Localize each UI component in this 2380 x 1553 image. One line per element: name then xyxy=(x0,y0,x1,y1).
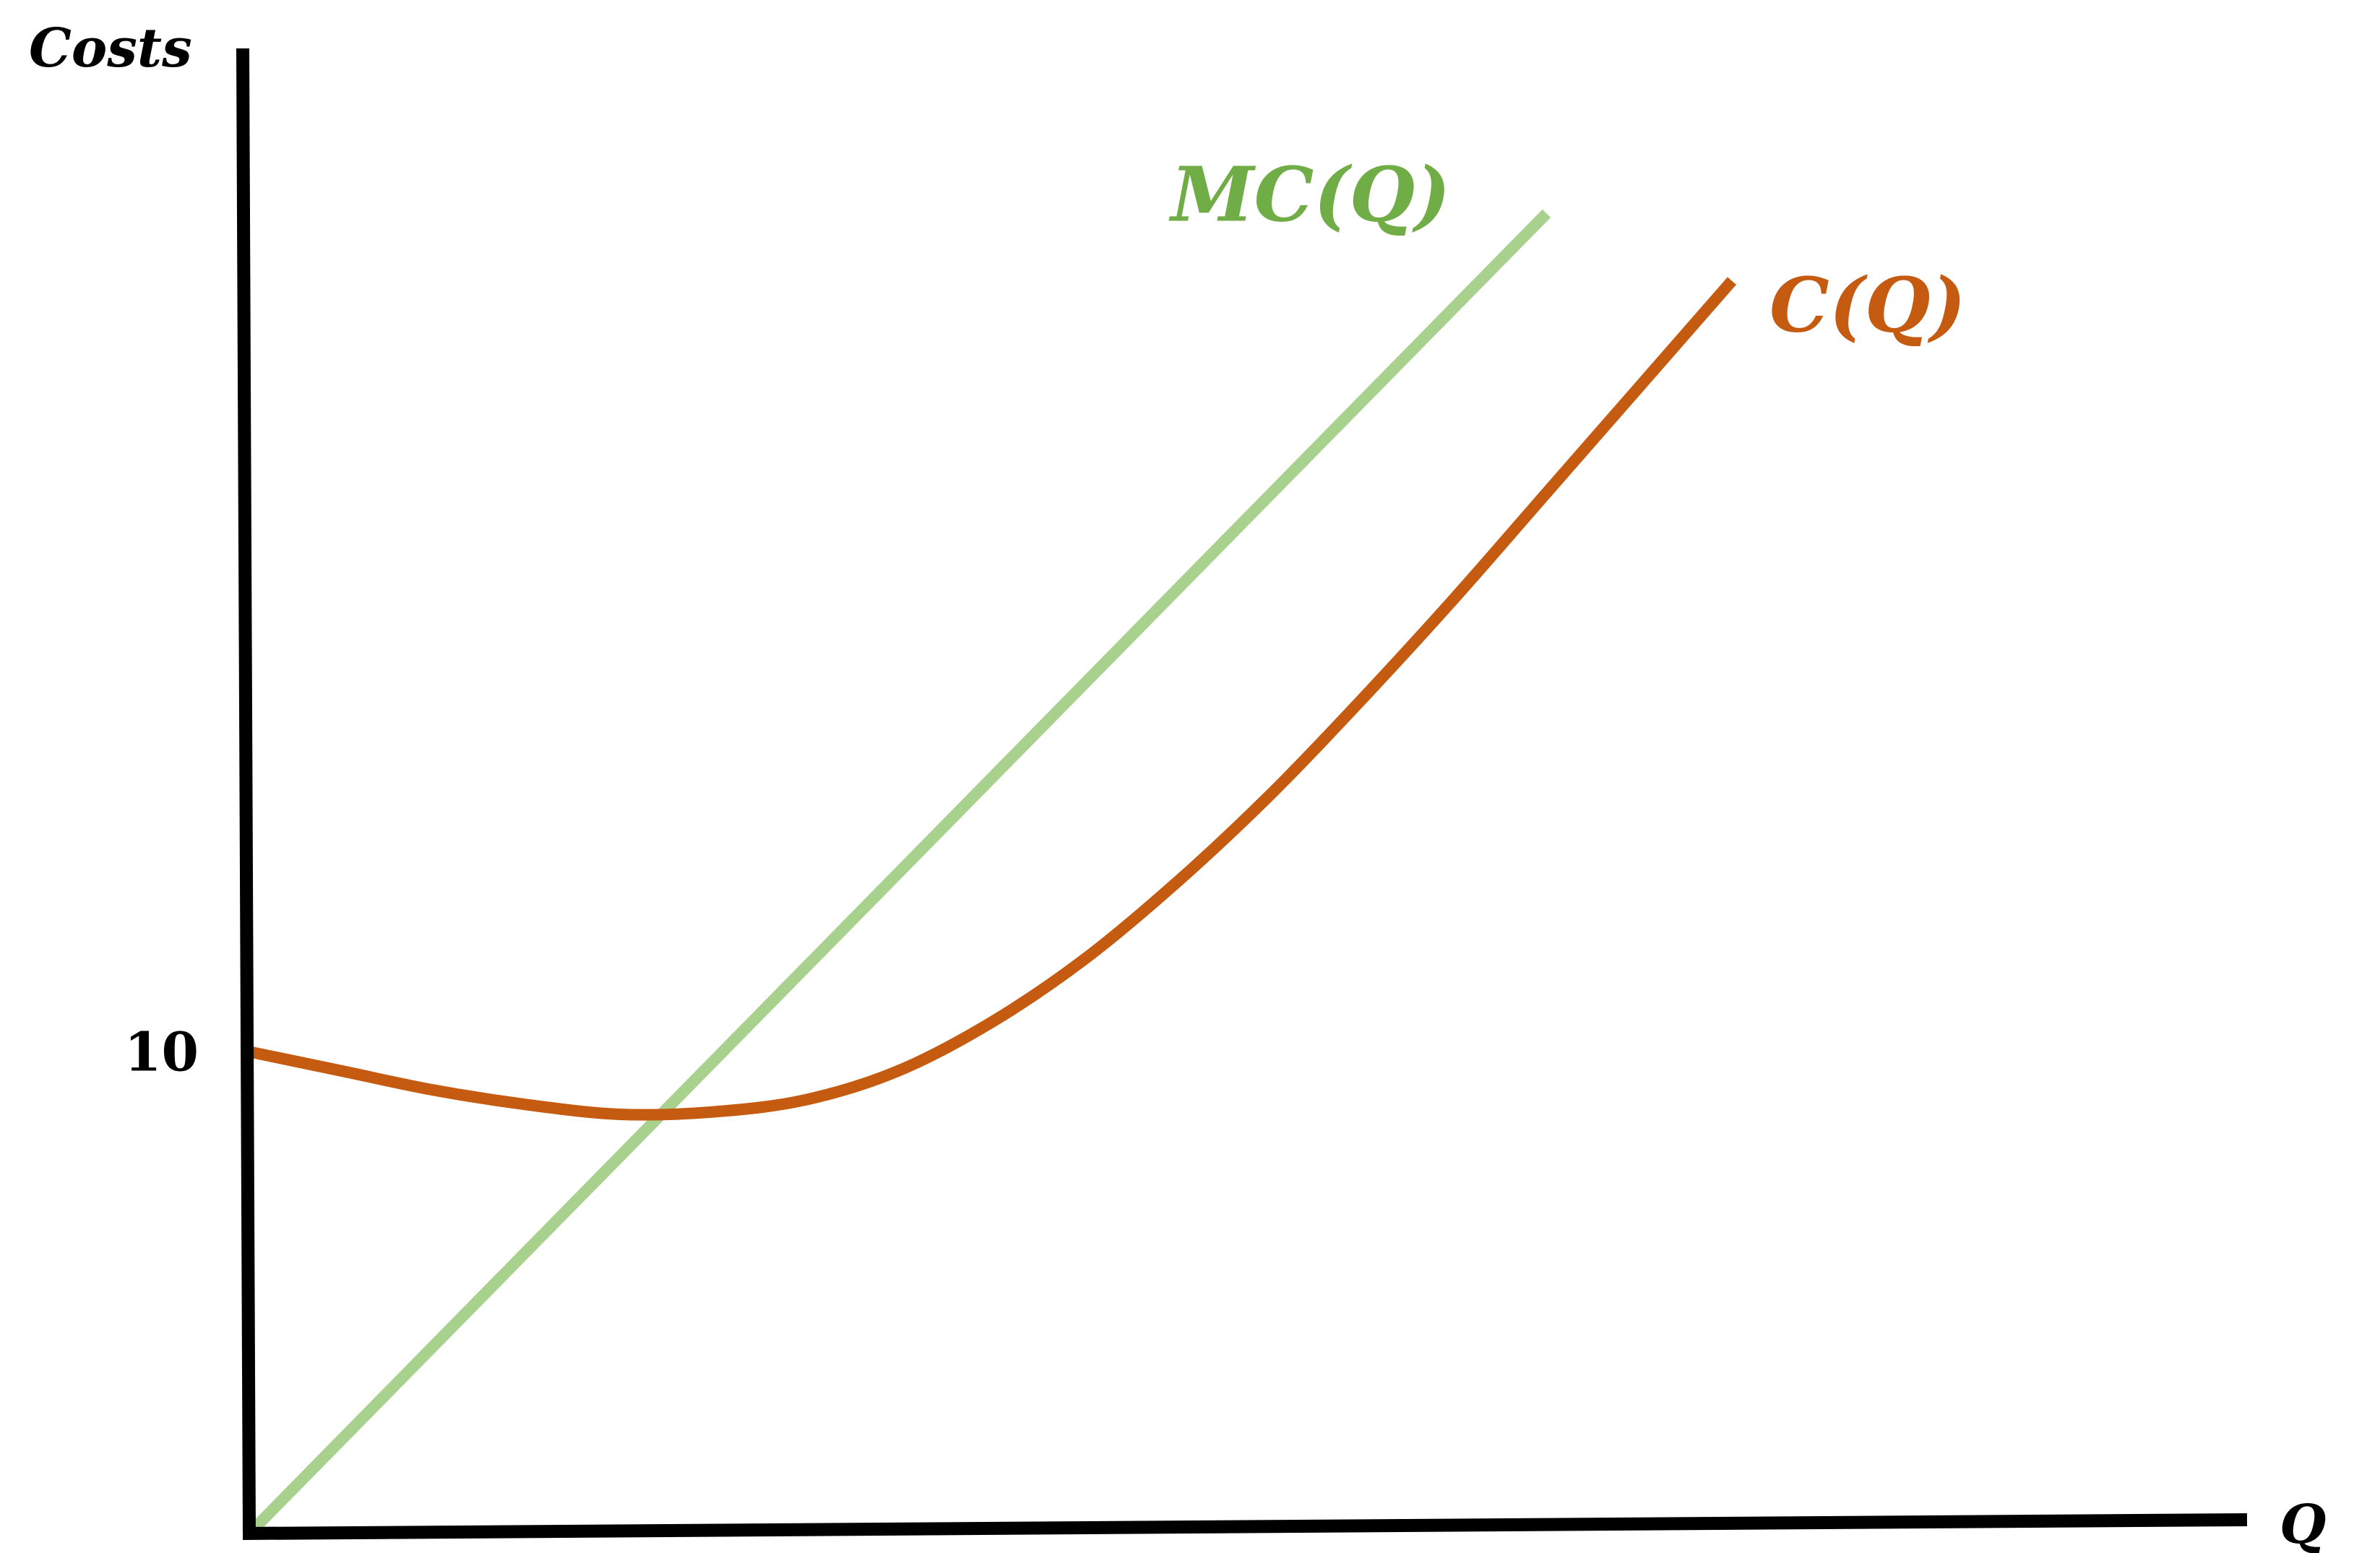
series-label-mc: MC(Q) xyxy=(1169,150,1451,238)
series-label-c: C(Q) xyxy=(1769,261,1966,350)
series-line-c xyxy=(248,277,1737,1121)
label-layer: Costs Q MC(Q) C(Q) 10 xyxy=(29,17,2326,1553)
x-axis-line xyxy=(242,1513,2248,1540)
x-axis-title: Q xyxy=(2280,1494,2326,1553)
y-tick-label: 10 xyxy=(124,1021,199,1083)
y-axis-title: Costs xyxy=(29,17,192,79)
y-axis-line xyxy=(236,48,256,1534)
axes-layer xyxy=(236,48,2248,1540)
series-line-mc xyxy=(245,209,1551,1538)
series-layer xyxy=(245,209,1737,1538)
